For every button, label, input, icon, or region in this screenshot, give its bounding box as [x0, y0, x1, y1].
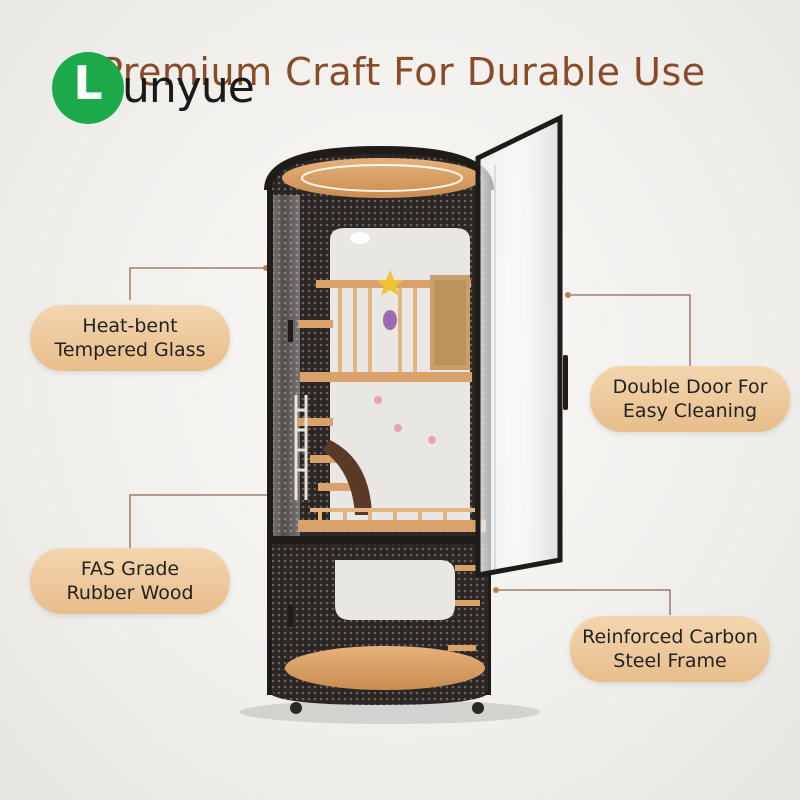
callout-line-frame: [496, 589, 671, 615]
callout-dot-door: [565, 292, 571, 298]
feature-text: Double Door For: [612, 376, 768, 398]
callout-line-door: [568, 294, 691, 370]
feature-text: Rubber Wood: [66, 582, 194, 604]
feature-text: Tempered Glass: [54, 339, 206, 361]
callout-line-wood: [129, 494, 282, 550]
page-title: Premium Craft For Durable Use: [100, 50, 706, 94]
brand-logo: L unyue: [52, 52, 282, 132]
feature-text: Reinforced Carbon: [582, 626, 758, 648]
logo-letter: L: [73, 56, 103, 110]
feature-text: Steel Frame: [613, 650, 727, 672]
feature-text: Heat-bent: [82, 315, 178, 337]
callout-line-glass: [129, 267, 266, 300]
feature-text: FAS Grade: [80, 558, 180, 580]
logo-wordmark: unyue: [122, 62, 255, 113]
logo-badge: [52, 52, 124, 124]
feature-text: Easy Cleaning: [622, 400, 758, 422]
callout-dot-frame: [493, 587, 499, 593]
